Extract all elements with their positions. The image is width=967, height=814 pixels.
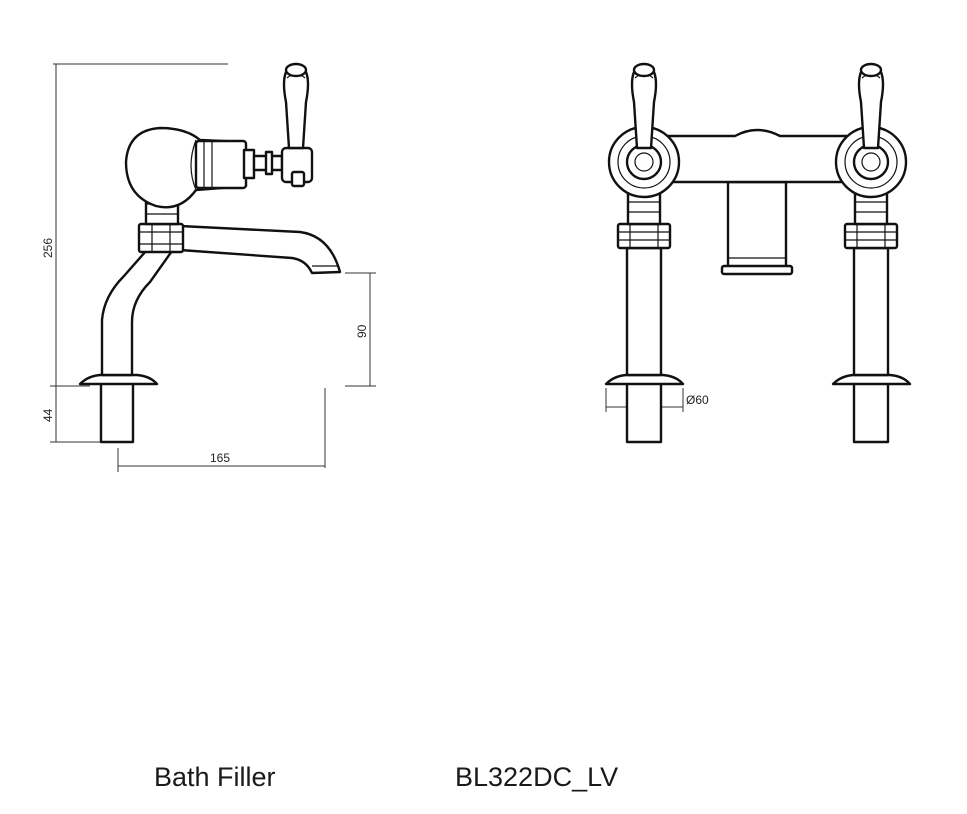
left-riser — [625, 246, 663, 377]
right-flange — [831, 373, 912, 386]
front-right-valve — [831, 62, 912, 444]
side-view: 256 44 165 90 — [41, 62, 376, 472]
dimension-label-44: 44 — [41, 408, 55, 422]
front-view: Ø60 — [604, 62, 912, 444]
dimension-label-diameter: Ø60 — [686, 393, 709, 407]
dimension-spout-height: 90 — [345, 272, 376, 387]
product-code: BL322DC_LV — [455, 762, 619, 792]
right-lever-handle — [857, 65, 885, 150]
left-tail-pipe — [625, 381, 663, 444]
right-riser — [852, 246, 890, 377]
left-lever-handle — [630, 65, 658, 150]
dimension-spout-reach: 165 — [117, 388, 326, 472]
side-hex-nut — [137, 222, 185, 254]
dimension-label-256: 256 — [41, 238, 55, 258]
right-tail-pipe — [852, 381, 890, 444]
side-riser — [100, 249, 174, 377]
front-left-valve — [604, 62, 685, 444]
dimension-height-base: 44 — [41, 386, 100, 443]
dimension-label-165: 165 — [210, 451, 230, 465]
dimension-height-total: 256 — [41, 63, 228, 387]
side-tail-pipe — [99, 381, 135, 444]
left-hex-nut — [616, 222, 672, 250]
right-hex-nut — [843, 222, 899, 250]
side-flange — [78, 373, 159, 386]
side-spout — [178, 224, 342, 275]
side-lever-handle — [282, 65, 310, 150]
left-flange — [604, 373, 685, 386]
dimension-base-diameter: Ø60 — [605, 388, 709, 412]
dimension-label-90: 90 — [355, 324, 369, 338]
product-name: Bath Filler — [154, 762, 276, 792]
